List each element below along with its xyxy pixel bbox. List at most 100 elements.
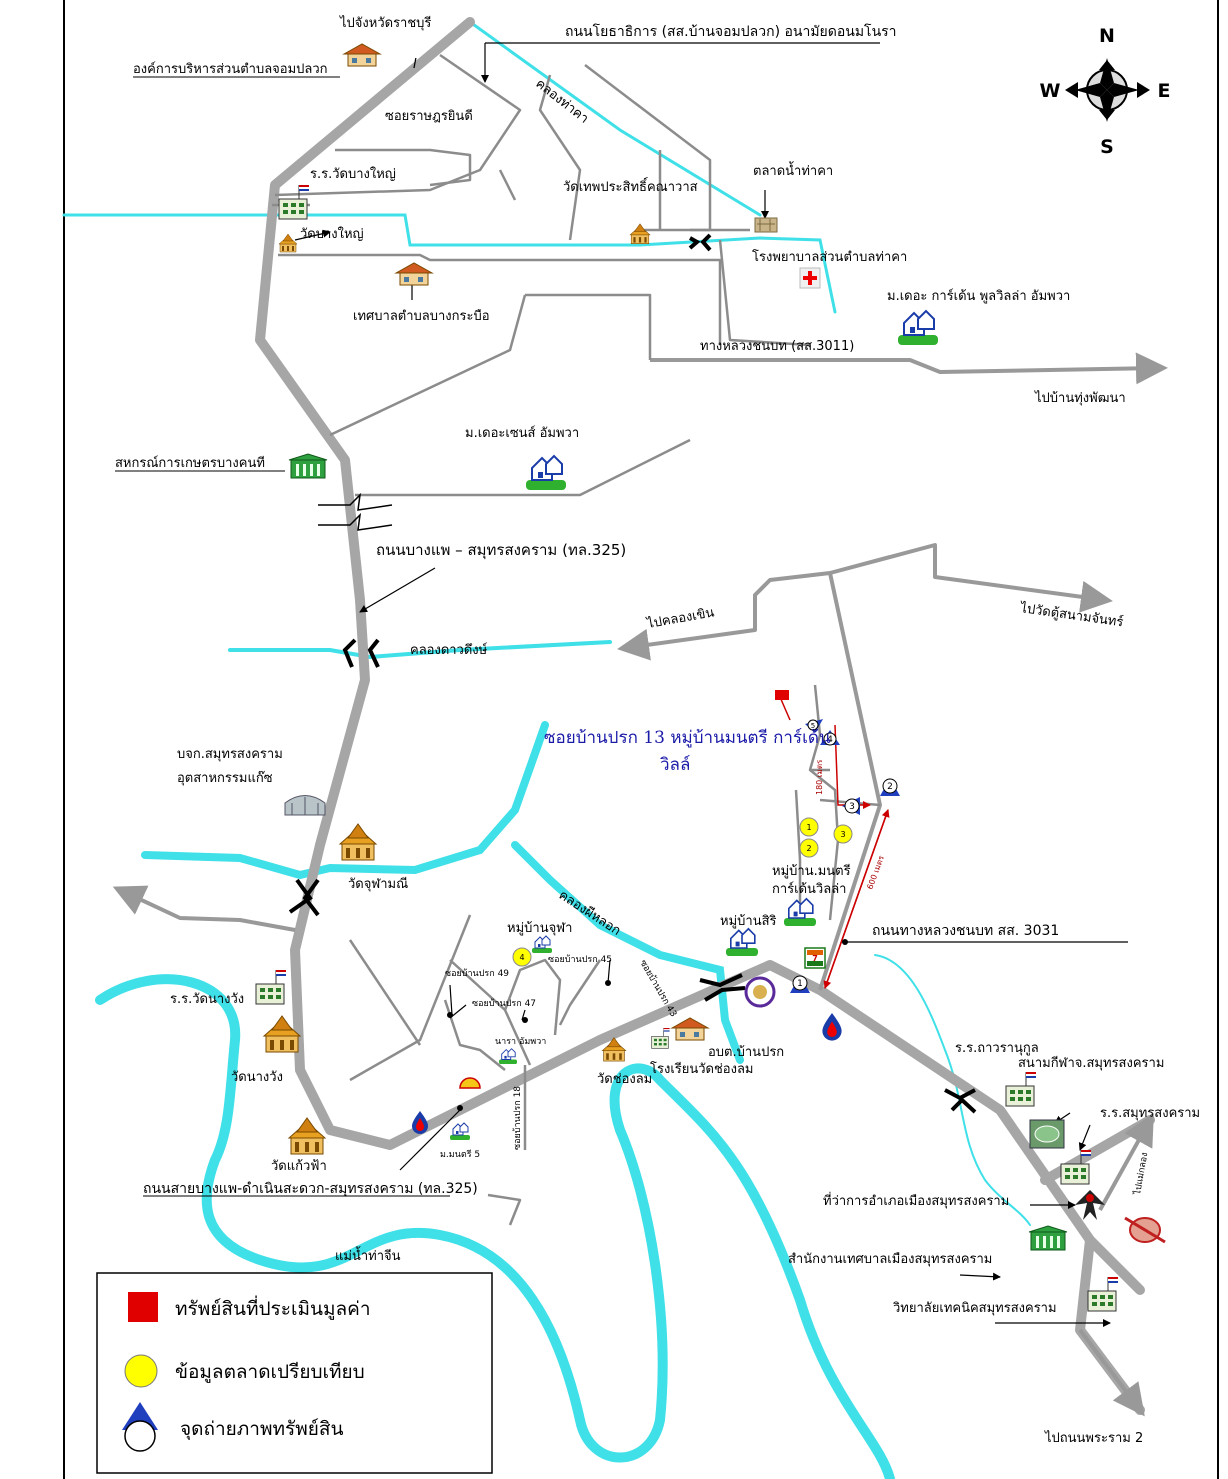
- label-school-nang-wang: ร.ร.วัดนางวัง: [170, 992, 244, 1007]
- label-to-mae-klong: ไปแม่กลอง: [1132, 1152, 1150, 1197]
- house-icon: [395, 262, 433, 286]
- label-wat-thep: วัดเทพประสิทธิ์คณาวาส: [563, 177, 698, 195]
- label-distance-180: 180 เมตร: [815, 759, 824, 795]
- label-monteri-5: ม.มนตรี 5: [440, 1149, 480, 1160]
- comparable-markers: 1 2 3 4: [512, 817, 853, 967]
- temple-icon: [339, 823, 377, 861]
- label-the-scene: ม.เดอะเซนส์ อัมพวา: [465, 425, 579, 441]
- school-icon: [278, 184, 310, 220]
- fuel-station-icon: [412, 1111, 428, 1134]
- photo-point-markers: 1 2 3 4 5: [790, 719, 900, 993]
- svg-text:5: 5: [811, 722, 815, 730]
- house-icon: [671, 1017, 709, 1041]
- seal-emblem-icon: [1124, 1216, 1166, 1244]
- label-monteri-village-2: การ์เด้นวิลล่า: [772, 881, 846, 897]
- label-soi-subject: ซอยบ้านปรก 13 หมู่บ้านมนตรี การ์เด้น: [544, 728, 831, 748]
- svg-text:3: 3: [840, 830, 845, 839]
- label-school-chong-lom: โรงเรียนวัดช่องลม: [650, 1061, 754, 1077]
- label-soi-49: ซอยบ้านปรก 49: [445, 968, 509, 979]
- school-icon: [1005, 1071, 1037, 1107]
- label-road-public-works: ถนนโยธาธิการ (สส.บ้านจอมปลวก) อนามัยดอนม…: [565, 23, 897, 40]
- khlong-tha-kha: [468, 20, 762, 217]
- legend-photo-label: จุดถ่ายภาพทรัพย์สิน: [180, 1418, 343, 1441]
- label-stadium: สนามกีฬาจ.สมุทรสงคราม: [1018, 1055, 1164, 1071]
- label-coop: สหกรณ์การเกษตรบางคนที: [115, 455, 265, 471]
- temple-icon: [629, 223, 651, 244]
- factory-icon: [284, 795, 326, 816]
- khlong-dao-dueng: [228, 640, 612, 660]
- village-icon: [525, 455, 567, 491]
- school-icon: [651, 1027, 670, 1049]
- compass-south: S: [1100, 136, 1114, 158]
- label-number-i: I: [413, 57, 417, 72]
- label-tha-chin: แม่น้ำท่าจีน: [335, 1246, 401, 1264]
- bridges: [288, 233, 977, 1114]
- temple-icon: [288, 1117, 326, 1155]
- village-icon: [498, 1048, 518, 1065]
- label-to-thung-phatthana: ไปบ้านทุ่งพัฒนา: [1034, 390, 1126, 406]
- label-wat-chong-lom: วัดช่องลม: [597, 1072, 652, 1087]
- compass-west: W: [1040, 80, 1061, 102]
- label-district-office: ที่ว่าการอำเภอเมืองสมุทรสงคราม: [823, 1192, 1009, 1209]
- label-to-rama2: ไปถนนพระราม 2: [1044, 1430, 1143, 1446]
- callout-arrows: [294, 42, 1128, 1327]
- shell-station-icon: [459, 1077, 481, 1089]
- label-school-samut: ร.ร.สมุทรสงคราม: [1100, 1106, 1200, 1121]
- school-icon: [1060, 1149, 1092, 1185]
- compass-north: N: [1099, 25, 1115, 47]
- label-wat-nang-wang: วัดนางวัง: [231, 1070, 283, 1085]
- label-to-khlong-khoen: ไปคลองเขิน: [645, 604, 716, 632]
- compass-rose: N S W E: [1040, 25, 1171, 158]
- legend-subject-swatch: [128, 1292, 158, 1322]
- svg-text:2: 2: [806, 844, 811, 853]
- label-soi-45: ซอยบ้านปรก 45: [548, 954, 612, 965]
- garuda-emblem-icon: [1075, 1190, 1105, 1220]
- label-monteri-village-1: หมู่บ้าน.มนตรี: [772, 863, 851, 879]
- label-narathip: นารา อัมพวา: [495, 1037, 546, 1047]
- road-to-maeklong-arrow: [1098, 1113, 1154, 1211]
- label-road-325-bottom: ถนนสายบางแพ-ดำเนินสะดวก-สมุทรสงคราม (ทล.…: [143, 1181, 478, 1197]
- label-soi-subject-line2: วิลล์: [660, 755, 691, 775]
- svg-text:4: 4: [519, 953, 524, 962]
- photo-point-marker: 1: [790, 975, 810, 993]
- tha-chin-river: [95, 974, 895, 1479]
- fuel-station-icon: [822, 1013, 842, 1041]
- svg-text:3: 3: [849, 802, 855, 812]
- comparable-marker: 1: [799, 817, 819, 837]
- comparable-marker: 3: [833, 824, 853, 844]
- legend-comparable-swatch: [124, 1354, 158, 1388]
- svg-text:1: 1: [797, 979, 803, 989]
- comparable-marker: 4: [512, 947, 532, 967]
- label-tha-kha-hospital: โรงพยาบาลส่วนตำบลท่าคา: [752, 249, 907, 265]
- khlong-phi-lok: [141, 721, 549, 880]
- legend: ทรัพย์สินที่ประเมินมูลค่า ข้อมูลตลาดเปรี…: [96, 1272, 493, 1474]
- label-to-ratchaburi: ไปจังหวัดราชบุรี: [339, 15, 431, 31]
- road-dots: [447, 939, 848, 1111]
- village-icon: [725, 927, 759, 957]
- label-distance-600: 600 เมตร: [865, 854, 886, 891]
- market-icon: [754, 217, 778, 233]
- label-bang-krabue: เทศบาลตำบลบางกระบือ: [353, 308, 490, 324]
- waterways: [62, 20, 1031, 1479]
- secondary-roads: [112, 352, 1168, 1417]
- seal-icon: [744, 976, 776, 1008]
- label-wat-kaeo-fa: วัดแก้วฟ้า: [271, 1159, 327, 1174]
- subject-property-marker: [775, 690, 789, 700]
- label-wat-bang-yai: วัดบางใหญ่: [300, 226, 364, 242]
- label-garden-pool: ม.เดอะ การ์เด้น พูลวิลล่า อัมพวา: [887, 288, 1070, 304]
- compass-east: E: [1158, 80, 1171, 102]
- stadium-icon: [1029, 1119, 1065, 1149]
- government-building-icon: [1028, 1225, 1068, 1251]
- photo-point-marker: 3: [842, 797, 860, 815]
- svg-text:4: 4: [827, 735, 833, 745]
- village-icon: [531, 935, 553, 954]
- hospital-icon: [799, 267, 821, 289]
- upper-canal: [62, 213, 837, 314]
- svg-text:1: 1: [806, 823, 811, 832]
- photo-point-marker: 5: [805, 719, 823, 733]
- village-icon: [897, 310, 939, 346]
- label-soi-rat-burin: ซอยราษฎรยินดี: [385, 108, 473, 124]
- label-to-wat-tu: ไปวัดตู้สนามจันทร์: [1018, 600, 1124, 630]
- label-siri-village: หมู่บ้านสิริ: [720, 914, 777, 929]
- label-rural-road-3031: ถนนทางหลวงชนบท สส. 3031: [872, 923, 1059, 939]
